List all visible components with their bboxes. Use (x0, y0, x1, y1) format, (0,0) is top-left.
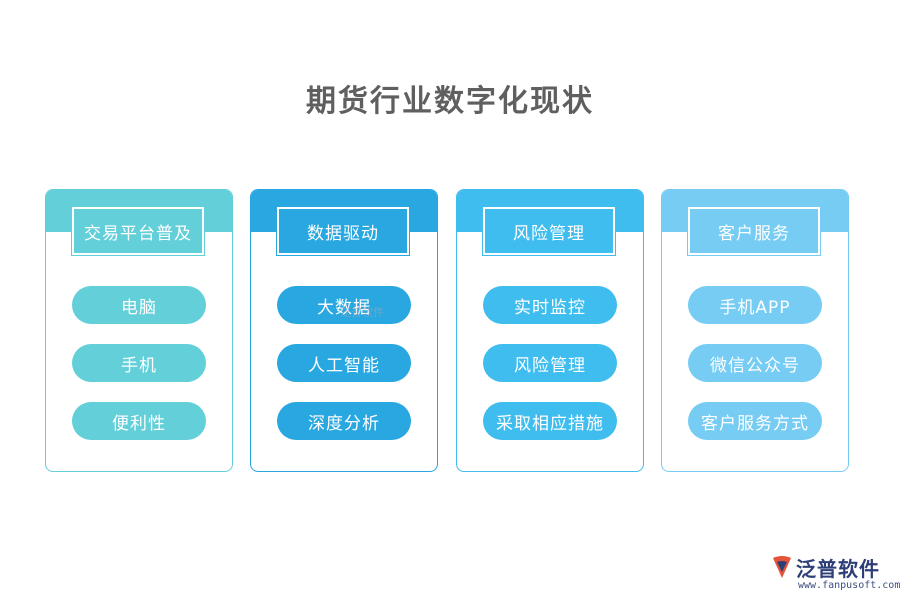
card-header-label: 客户服务 (690, 209, 818, 253)
card-header-box: 风险管理 (482, 206, 616, 256)
card-header-box: 交易平台普及 (71, 206, 205, 256)
card-item: 便利性 (72, 402, 206, 440)
card-header-box: 客户服务 (687, 206, 821, 256)
card-item: 人工智能 (277, 344, 411, 382)
card-item: 大数据 (277, 286, 411, 324)
card-item: 微信公众号 (688, 344, 822, 382)
column-card-3: 风险管理 实时监控 风险管理 采取相应措施 (456, 189, 644, 472)
card-item: 电脑 (72, 286, 206, 324)
diagram-title: 期货行业数字化现状 (306, 84, 594, 119)
column-card-4: 客户服务 手机APP 微信公众号 客户服务方式 (661, 189, 849, 472)
card-item: 风险管理 (483, 344, 617, 382)
column-card-2: 数据驱动 大数据 人工智能 深度分析 (250, 189, 438, 472)
card-item: 手机APP (688, 286, 822, 324)
card-header-label: 风险管理 (485, 209, 613, 253)
card-header-box: 数据驱动 (276, 206, 410, 256)
card-item: 深度分析 (277, 402, 411, 440)
logo-name: 泛普软件 (796, 557, 880, 581)
fanpu-logo-icon (773, 556, 791, 578)
card-header-label: 交易平台普及 (74, 209, 202, 253)
card-item: 实时监控 (483, 286, 617, 324)
column-card-1: 交易平台普及 电脑 手机 便利性 (45, 189, 233, 472)
brand-logo: 泛普软件 www.fanpusoft.com (770, 550, 900, 595)
watermark-text: 泛普软件 (340, 306, 384, 319)
card-item: 采取相应措施 (483, 402, 617, 440)
card-item: 手机 (72, 344, 206, 382)
card-header-label: 数据驱动 (279, 209, 407, 253)
logo-url: www.fanpusoft.com (798, 580, 900, 591)
card-item: 客户服务方式 (688, 402, 822, 440)
